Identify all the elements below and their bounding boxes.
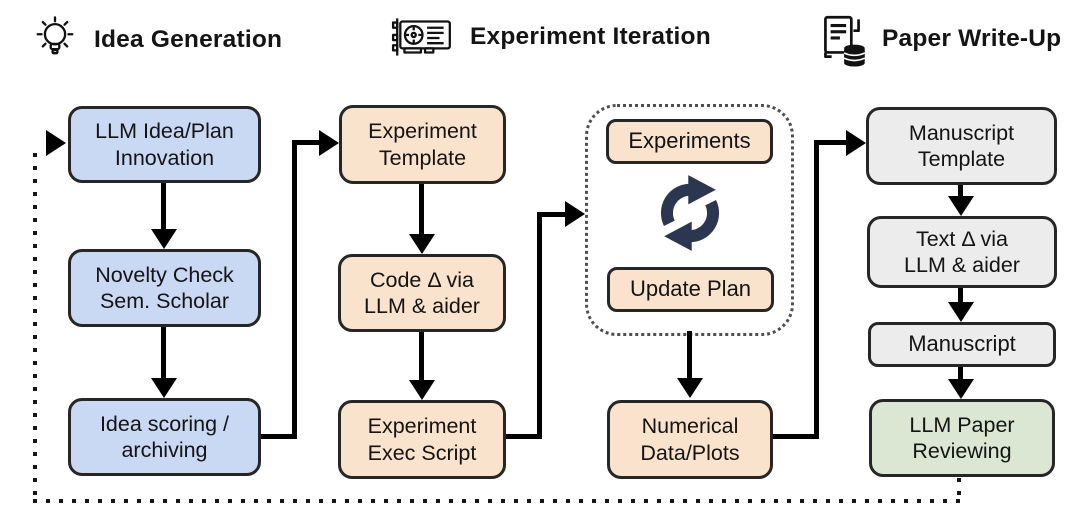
arrowhead-right [565, 201, 585, 227]
feedback-dotted-line [33, 153, 37, 500]
paper-stack-icon [824, 15, 866, 67]
box-idea-scoring-archiving: Idea scoring / archiving [68, 398, 261, 476]
box-line: Template [378, 145, 467, 170]
arrowhead-right [846, 130, 866, 156]
box-llm-paper-reviewing: LLM Paper Reviewing [869, 399, 1055, 477]
box-line: LLM & aider [364, 294, 480, 318]
arrowhead-right [319, 130, 339, 156]
header-paper-write-up: Paper Write-Up [816, 10, 1061, 68]
box-line: Update Plan [629, 276, 752, 302]
arrow-updateplan-to-numerical [687, 331, 692, 379]
arrow-manuscript-to-review [958, 367, 963, 380]
box-line: Text Δ via [915, 226, 1009, 251]
feedback-dotted-line [33, 499, 963, 503]
box-line: Experiment [368, 119, 477, 144]
arrow-code-to-exec [419, 332, 424, 381]
connector-idea-to-experiment [292, 140, 297, 439]
feedback-dotted-line [957, 478, 961, 501]
box-update-plan: Update Plan [607, 267, 774, 312]
box-line: Novelty Check [95, 262, 234, 287]
connector-idea-to-experiment [292, 140, 319, 145]
arrowhead-down [948, 379, 974, 399]
arrowhead-down [948, 196, 974, 216]
box-experiment-exec-script: Experiment Exec Script [338, 400, 506, 479]
connector-numerical-to-manuscript [814, 140, 819, 439]
gpu-card-icon [391, 18, 451, 56]
header-label: Idea Generation [94, 26, 283, 53]
box-line: Data/Plots [640, 440, 740, 465]
arrow-textdelta-to-manuscript [958, 288, 963, 303]
box-line: Manuscript [908, 331, 1016, 357]
header-label: Experiment Iteration [470, 23, 711, 50]
box-llm-idea-plan-innovation: LLM Idea/Plan Innovation [68, 106, 261, 183]
box-experiments: Experiments [606, 119, 773, 164]
box-line: LLM Idea/Plan [95, 119, 234, 144]
header-experiment-iteration: Experiment Iteration [390, 12, 711, 62]
arrow-mtemplate-to-textdelta [958, 185, 963, 197]
box-line: Sem. Scholar [99, 289, 230, 313]
box-line: Code Δ via [369, 267, 474, 292]
header-label: Paper Write-Up [882, 25, 1062, 52]
arrowhead-right-feedback [46, 130, 66, 156]
box-manuscript: Manuscript [868, 322, 1056, 367]
arrowhead-down [948, 302, 974, 322]
arrowhead-down [151, 229, 177, 249]
box-code-delta: Code Δ via LLM & aider [338, 254, 506, 332]
box-line: LLM & aider [904, 253, 1020, 277]
header-idea-generation: Idea Generation [30, 12, 282, 68]
connector-exec-to-loop [537, 212, 565, 217]
arrow-template-to-code [419, 184, 424, 235]
box-line: Exec Script [367, 440, 477, 465]
arrow-idea1-to-idea2 [161, 183, 166, 230]
arrowhead-down [409, 380, 435, 400]
box-line: Manuscript [908, 120, 1015, 145]
box-manuscript-template: Manuscript Template [866, 107, 1057, 185]
arrowhead-down [409, 234, 435, 254]
connector-exec-to-loop [506, 434, 542, 439]
arrowhead-down [151, 378, 177, 398]
arrow-idea2-to-idea3 [161, 327, 166, 379]
box-novelty-check: Novelty Check Sem. Scholar [68, 249, 261, 327]
box-line: Experiments [628, 128, 751, 154]
box-line: Template [917, 147, 1006, 171]
box-line: archiving [121, 438, 208, 462]
box-line: Idea scoring / [99, 411, 230, 436]
cycle-icon [660, 175, 720, 251]
arrowhead-down [677, 378, 703, 398]
box-line: LLM Paper [909, 412, 1015, 437]
connector-idea-to-experiment [261, 434, 297, 439]
connector-numerical-to-manuscript [814, 140, 846, 145]
box-line: Reviewing [912, 439, 1012, 463]
box-numerical-data-plots: Numerical Data/Plots [607, 400, 773, 479]
connector-exec-to-loop [537, 212, 542, 439]
connector-numerical-to-manuscript [773, 434, 819, 439]
box-experiment-template: Experiment Template [339, 105, 506, 184]
box-line: Numerical [641, 414, 739, 439]
lightbulb-icon [36, 16, 74, 55]
box-text-delta: Text Δ via LLM & aider [867, 216, 1057, 288]
box-line: Innovation [114, 145, 215, 170]
box-line: Experiment [367, 414, 477, 439]
